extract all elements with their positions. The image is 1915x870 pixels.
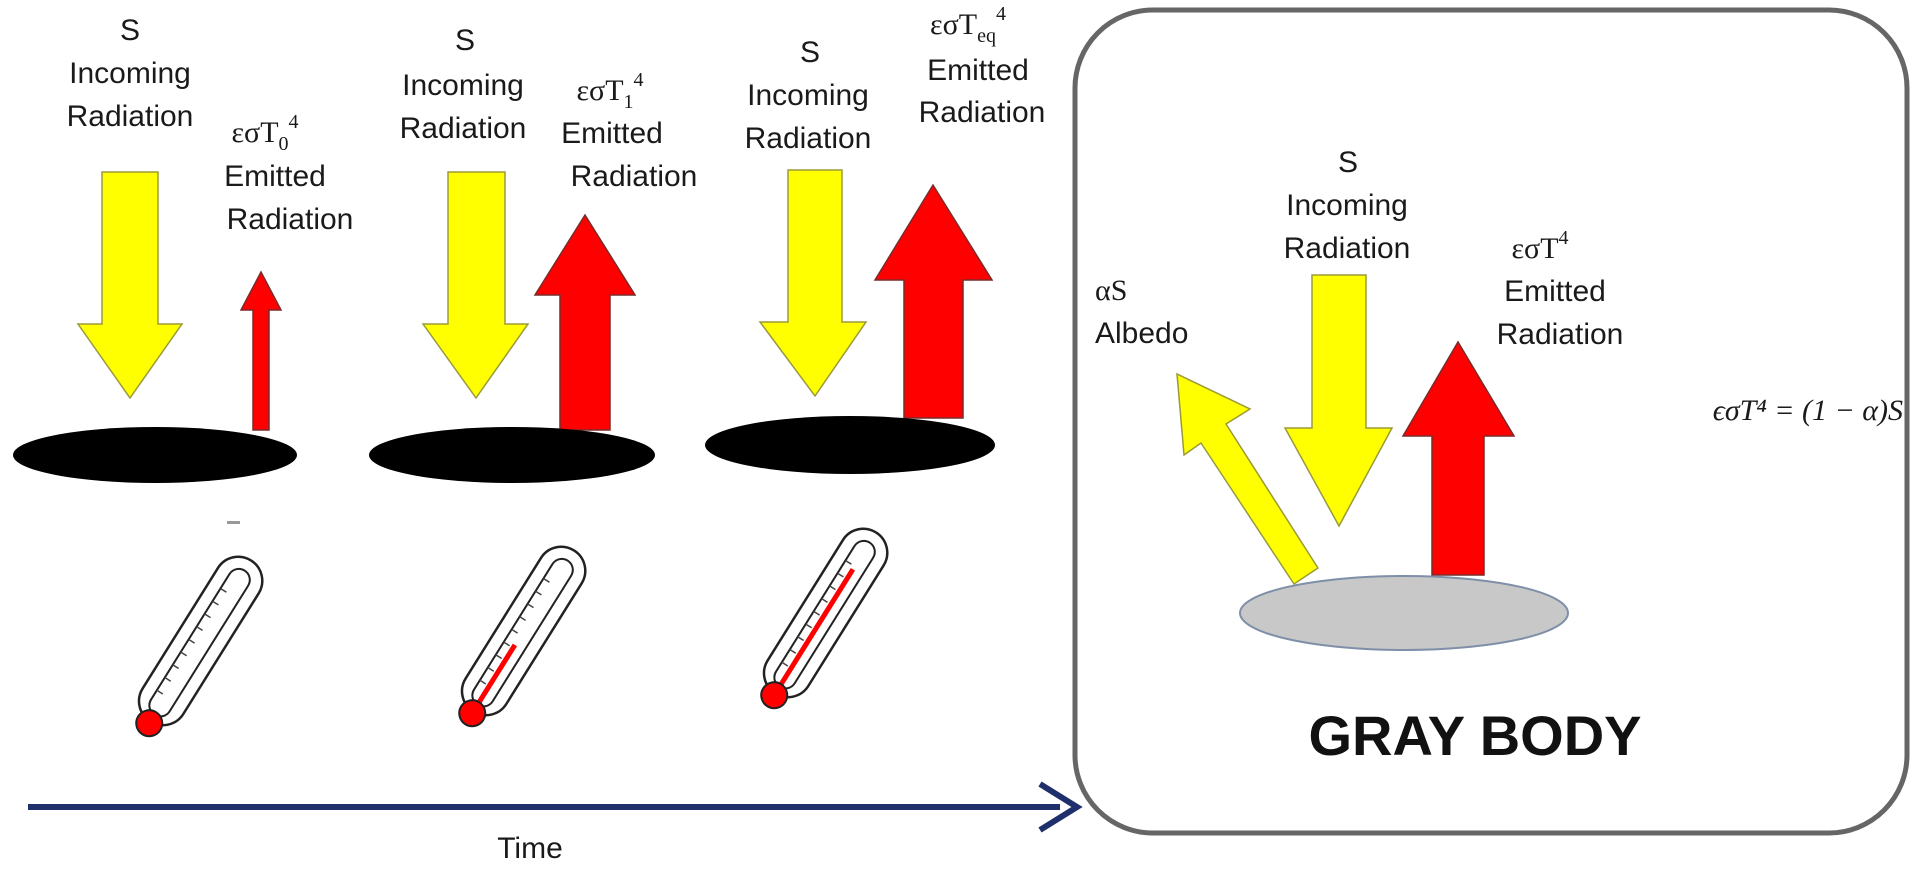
stage-2: S Incoming Radiation εσT14 Emitted Radia… <box>369 24 698 728</box>
gray-body-incoming-line2: Radiation <box>1284 232 1411 265</box>
stage-1-thermometer-ticks <box>156 587 227 695</box>
stage-3-emitted-formula: εσTeq4 <box>930 3 1006 47</box>
stage-3-emitted-sup: 4 <box>996 3 1006 25</box>
stage-3-emitted-line2: Radiation <box>919 96 1046 129</box>
stage-1-thermometer <box>135 555 264 738</box>
stage-2-emitted-line1: Emitted <box>561 117 663 150</box>
gray-body-emitted-arrow <box>1401 340 1516 576</box>
gray-body-emitted-line1: Emitted <box>1504 275 1606 308</box>
stage-1-emitted-line1: Emitted <box>224 160 326 193</box>
stage-3-emitted-line1: Emitted <box>927 54 1029 87</box>
gray-body-incoming-line1: Incoming <box>1286 189 1408 222</box>
time-label: Time <box>497 832 563 865</box>
stage-2-emitted-prefix: εσT <box>576 74 623 107</box>
gray-body-emitted-formula: εσT4 <box>1511 227 1568 265</box>
gray-body-panel: S Incoming Radiation αS Albedo εσT4 Emit… <box>1072 7 1910 836</box>
stage-2-emitted-line2: Radiation <box>571 160 698 193</box>
stage-1-incoming-line1: Incoming <box>69 57 191 90</box>
stage-3-incoming-arrow <box>758 169 868 398</box>
stage-2-incoming-arrow <box>421 171 530 400</box>
stage-2-surface <box>369 427 655 483</box>
stage-3: S Incoming Radiation εσTeq4 Emitted Radi… <box>705 3 1046 710</box>
gray-body-emitted-line2: Radiation <box>1497 318 1624 351</box>
stage-2-thermometer-fill <box>472 643 518 712</box>
gray-body-equation: ϵσT⁴ = (1 − α)S <box>1713 394 1903 427</box>
stage-3-incoming-line1: Incoming <box>747 79 869 112</box>
stage-3-thermometer <box>760 527 889 710</box>
stage-3-incoming-line2: Radiation <box>745 122 872 155</box>
stage-2-incoming-line1: Incoming <box>402 69 524 102</box>
gray-body-emitted-prefix: εσT <box>1511 232 1558 265</box>
stage-3-thermometer-ticks <box>781 559 852 667</box>
stage-1-emitted-formula: εσT04 <box>231 111 298 155</box>
stage-2-incoming-symbol: S <box>455 24 475 57</box>
gray-body-surface <box>1239 575 1569 651</box>
stage-2-incoming-line2: Radiation <box>400 112 527 145</box>
gray-body-incoming-arrow <box>1283 274 1394 528</box>
gray-body-incoming-symbol: S <box>1338 146 1358 179</box>
stage-3-thermometer-fill <box>774 567 856 694</box>
stage-1-incoming-line2: Radiation <box>67 100 194 133</box>
stage-1-surface <box>13 427 297 483</box>
stage-1-emitted-line2: Radiation <box>227 203 354 236</box>
gray-body-albedo-symbol: αS <box>1095 274 1127 307</box>
stage-1-emitted-arrow <box>239 270 283 431</box>
stage-2-emitted-sub: 1 <box>624 91 634 113</box>
stage-3-incoming-symbol: S <box>800 36 820 69</box>
stage-2-thermometer-ticks <box>479 577 550 685</box>
stage-3-emitted-sub: eq <box>977 25 996 47</box>
time-axis: Time <box>28 781 1083 865</box>
stage-3-surface <box>705 416 995 474</box>
gray-body-albedo-arrow <box>1176 372 1320 586</box>
stage-2-emitted-formula: εσT14 <box>576 69 643 113</box>
stage-2-thermometer <box>458 545 587 728</box>
gray-body-albedo-label: Albedo <box>1095 317 1188 350</box>
stage-1-emitted-sup: 4 <box>289 111 299 133</box>
stage-1-emitted-prefix: εσT <box>231 116 278 149</box>
stage-1-emitted-sub: 0 <box>279 133 289 155</box>
stage-3-emitted-prefix: εσT <box>930 8 977 41</box>
stage-2-emitted-arrow <box>533 213 637 431</box>
stage-1-thermometer-bulb <box>135 709 164 738</box>
gray-body-emitted-sup: 4 <box>1559 227 1569 249</box>
stage-1-small-mark <box>227 521 240 524</box>
stage-2-emitted-sup: 4 <box>634 69 644 91</box>
stage-2-thermometer-bulb <box>458 699 487 728</box>
stage-1-incoming-arrow <box>76 171 184 400</box>
stage-1-incoming-symbol: S <box>120 14 140 47</box>
stage-1: S Incoming Radiation εσT04 Emitted Radia… <box>13 14 354 738</box>
gray-body-title: GRAY BODY <box>1309 704 1642 767</box>
stage-3-emitted-arrow <box>873 183 994 419</box>
stage-3-thermometer-bulb <box>760 681 789 710</box>
time-arrow-head <box>1038 781 1083 833</box>
